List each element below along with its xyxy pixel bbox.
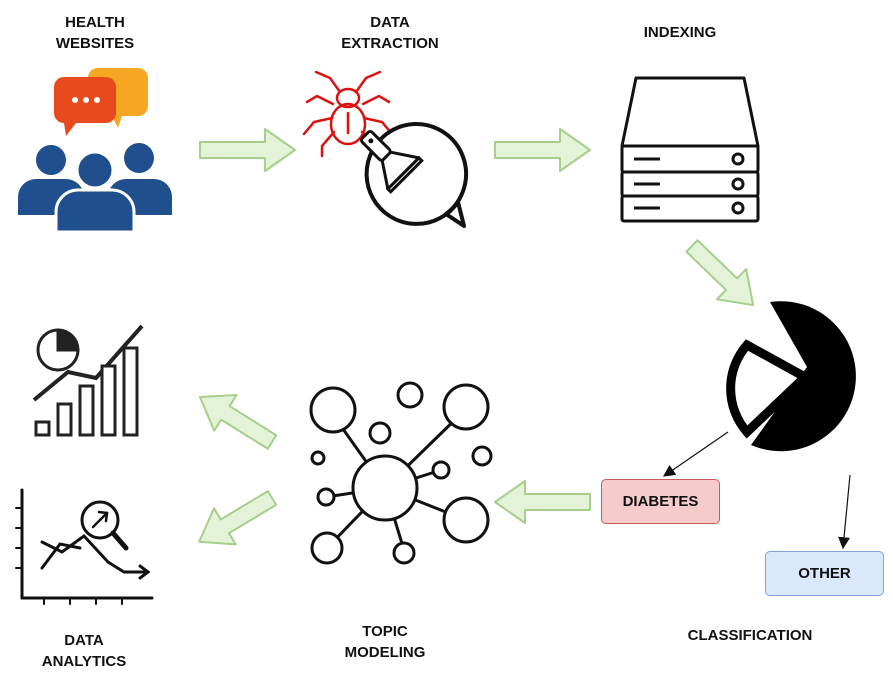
flow-arrow-1 [199, 128, 296, 172]
label-indexing: INDEXING [643, 24, 717, 41]
label-health-websites: HEALTH WEBSITES [55, 14, 135, 52]
label-classification: CLASSIFICATION [687, 627, 813, 644]
flow-arrow-2 [494, 128, 591, 172]
flow-arrow-3 [685, 239, 755, 307]
flow-arrow-6 [198, 490, 278, 546]
classify-arrow-other [838, 474, 851, 550]
bubble-red [54, 77, 116, 136]
flow-arrow-4 [494, 480, 591, 524]
people-group [18, 143, 172, 234]
classify-arrow-diabetes [663, 431, 729, 477]
diabetes-box: DIABETES [601, 479, 720, 524]
label-data-extraction: DATA EXTRACTION [341, 14, 439, 52]
other-box: OTHER [765, 551, 884, 596]
flow-arrow-5 [198, 394, 278, 450]
label-data-analytics: DATA ANALYTICS [41, 632, 127, 670]
label-topic-modeling: TOPIC MODELING [344, 623, 426, 661]
